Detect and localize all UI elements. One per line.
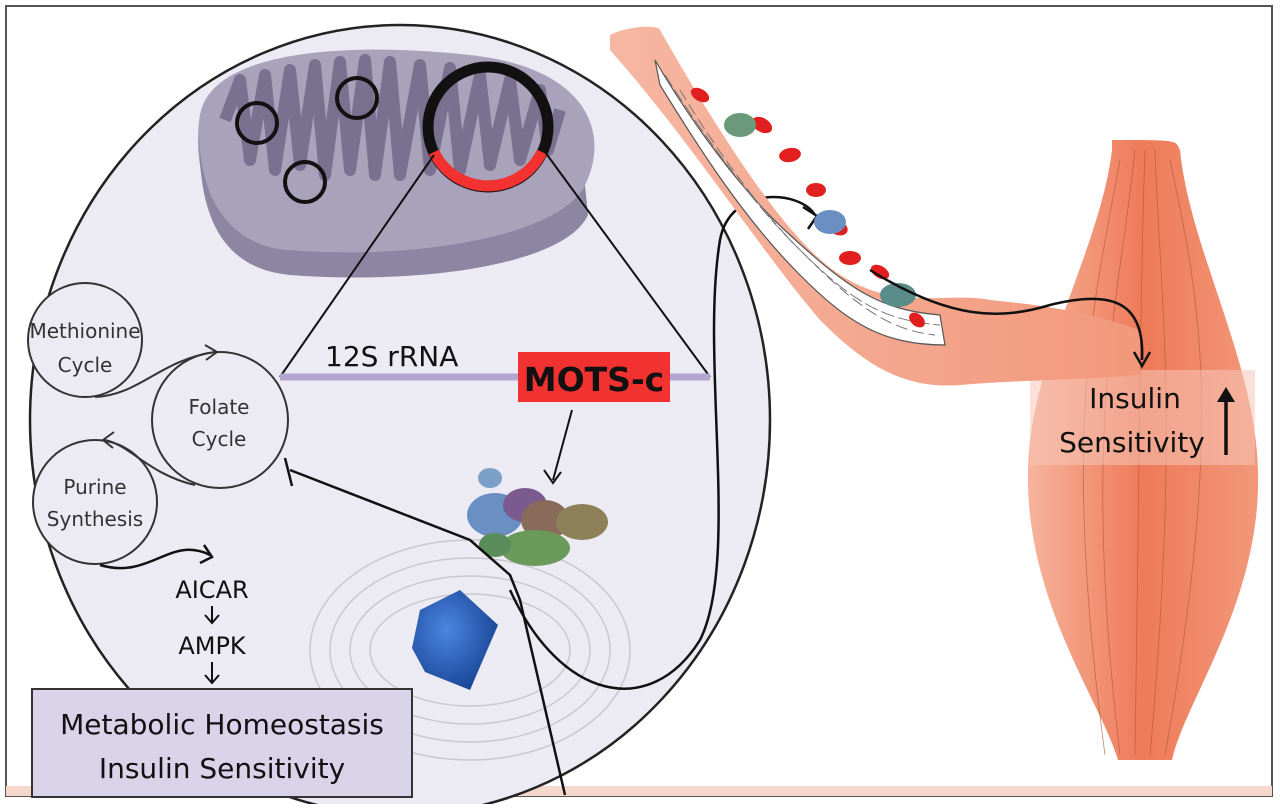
folate-to-purine-arrow [104,439,196,486]
mtdna-circle-3 [283,160,327,204]
ampk-label: AMPK [178,632,247,660]
golgi-outline [309,539,631,761]
mots-c-box [518,352,670,402]
outcome-label-line2: Insulin Sensitivity [99,752,345,785]
ampk-outcome-arrowhead [204,674,220,685]
outcome-box [31,688,413,798]
purine-to-aicar-arrow [99,548,211,570]
purine-to-aicar-arrowhead [199,544,214,565]
inhibition-bar [283,457,294,487]
mots-c-arrow [552,409,573,481]
methionine-to-folate-arrow [94,351,216,398]
rrna-12s-label: 12S rRNA [325,340,458,373]
methionine-cycle-label-line2: Cycle [58,353,113,377]
methionine-cycle-label-line1: Methionine [29,319,140,343]
inhibition-line [289,468,567,796]
mtdna-circle-2 [335,76,379,120]
vessel-to-muscle-arrowhead [1132,351,1152,369]
zoom-line-right [544,151,711,378]
vessel-to-muscle-arrow [869,268,1144,361]
folate-cycle-circle [151,351,289,489]
receptor-arrow-icon [412,590,498,690]
mots-c-arrowhead [543,469,562,485]
mtdna-circle-1 [235,101,279,145]
mots-c-label: MOTS-c [524,360,664,399]
aicar-ampk-arrowhead [204,614,220,625]
folate-cycle-label-line2: Cycle [192,427,247,451]
purine-synthesis-label-line1: Purine [63,475,126,499]
zoom-line-left [279,154,435,378]
outcome-label-line1: Metabolic Homeostasis [60,708,384,741]
peptide-in-vessel-icon [724,113,916,307]
red-blood-cells [690,87,925,328]
mtdna-highlight-circle [422,61,554,193]
peptide-molecule-icon [467,468,608,566]
folate-cycle-label-line1: Folate [189,395,250,419]
folate-to-purine-arrowhead [101,431,115,449]
methionine-to-folate-arrowhead [204,344,219,361]
purine-synthesis-circle [32,439,158,565]
muscle-label-line2: Sensitivity [1059,426,1205,459]
muscle-icon [1027,140,1259,760]
up-arrow-head [1217,387,1235,402]
purine-synthesis-label-line2: Synthesis [47,507,143,531]
methionine-cycle-circle [27,282,143,398]
bottom-strip [6,786,1272,796]
muscle-label-line1: Insulin [1089,382,1181,415]
aicar-label: AICAR [175,576,248,604]
